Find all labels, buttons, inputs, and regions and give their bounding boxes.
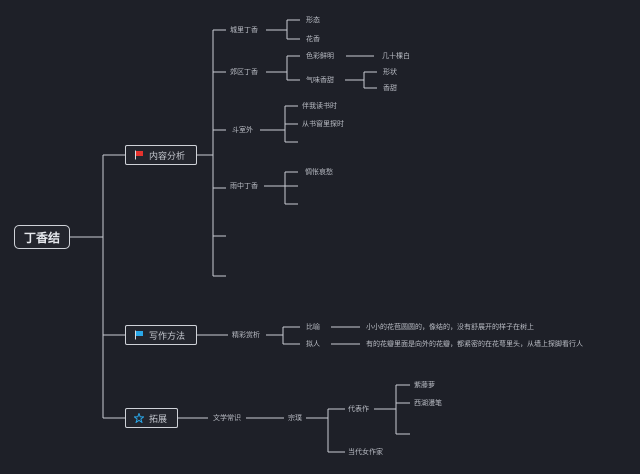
node-city-lilac[interactable]: 城里丁香 xyxy=(230,26,258,34)
node-melancholy[interactable]: 惆怅哀愁 xyxy=(305,168,333,176)
node-sweet[interactable]: 香甜 xyxy=(383,84,397,92)
topic-content-analysis[interactable]: 内容分析 xyxy=(125,145,197,165)
node-personification-example[interactable]: 有的花瓣里面是向外的花瓣，都紧密的在花萼里头，从墙上探脚看行人 xyxy=(366,340,583,348)
node-appreciation[interactable]: 精彩赏析 xyxy=(232,331,260,339)
node-representative-works[interactable]: 代表作 xyxy=(348,405,369,413)
node-metaphor-example[interactable]: 小小的花苞圆圆的，像结的，没有舒展开的样子在树上 xyxy=(366,323,534,331)
node-rain-lilac[interactable]: 雨中丁香 xyxy=(230,182,258,190)
node-suburb-lilac[interactable]: 郊区丁香 xyxy=(230,68,258,76)
node-sweet-smell[interactable]: 气味香甜 xyxy=(306,76,334,84)
topic-label: 拓展 xyxy=(149,414,168,425)
blue-flag-icon xyxy=(135,330,143,340)
node-outside-room[interactable]: 斗室外 xyxy=(232,126,253,134)
node-window-peek[interactable]: 从书窗里探时 xyxy=(302,120,344,128)
node-dozens-white[interactable]: 几十棵白 xyxy=(382,52,410,60)
node-form[interactable]: 形状 xyxy=(383,68,397,76)
node-fragrance[interactable]: 花香 xyxy=(306,35,320,43)
node-author[interactable]: 宗璞 xyxy=(288,414,302,422)
topic-extension[interactable]: 拓展 xyxy=(125,408,178,428)
node-reading-time[interactable]: 伴我读书时 xyxy=(302,102,337,110)
node-bright-color[interactable]: 色彩鲜明 xyxy=(306,52,334,60)
topic-label: 内容分析 xyxy=(149,151,186,162)
root-topic[interactable]: 丁香结 xyxy=(14,225,70,249)
star-icon xyxy=(134,413,144,423)
node-literary-knowledge[interactable]: 文学常识 xyxy=(213,414,241,422)
node-west-lake-essay[interactable]: 西湖漫笔 xyxy=(414,399,442,407)
node-contemporary-writer[interactable]: 当代女作家 xyxy=(348,448,383,456)
red-flag-icon xyxy=(135,150,143,160)
topic-label: 写作方法 xyxy=(149,331,186,342)
node-wisteria[interactable]: 紫藤萝 xyxy=(414,381,435,389)
topic-writing-method[interactable]: 写作方法 xyxy=(125,325,197,345)
node-personification[interactable]: 拟人 xyxy=(306,340,320,348)
node-metaphor[interactable]: 比喻 xyxy=(306,323,320,331)
node-shape[interactable]: 形态 xyxy=(306,16,320,24)
